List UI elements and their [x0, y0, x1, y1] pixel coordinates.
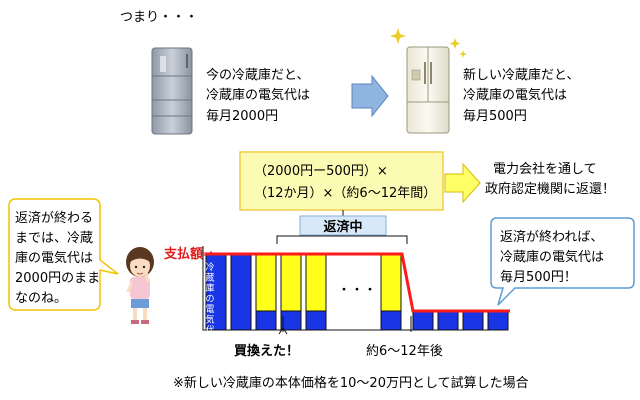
repayment-bar: [380, 253, 402, 312]
fridge-arrow-icon: [351, 74, 389, 118]
left-callout-text: 返済が終わる までは、冷蔵 庫の電気代は 2000円のまま なのね。: [15, 210, 100, 306]
svg-text:返済が終われば、: 返済が終われば、: [500, 229, 603, 245]
years-label: 約6～12年後: [366, 344, 443, 359]
footnote: ※新しい冷蔵庫の本体価格を10～20万円として試算した場合: [173, 375, 529, 391]
repayment-bar: [280, 253, 302, 312]
repayment-bar: [305, 253, 327, 312]
repayment-bracket: [276, 235, 408, 244]
new-fridge-description: 新しい冷蔵庫だと、 冷蔵庫の電気代は 毎月500円: [463, 67, 579, 124]
svg-text:冷蔵庫の電気代は: 冷蔵庫の電気代は: [500, 249, 604, 265]
bar-label-char: 蔵: [205, 272, 214, 284]
electricity-bar: [380, 310, 402, 331]
chart-axis: [202, 246, 506, 331]
formula-box: [239, 151, 444, 211]
ellipsis-dots: ・・・: [337, 283, 376, 298]
bar-label-char: 気: [205, 314, 214, 326]
bar-label-char: 電: [205, 304, 214, 315]
refund-arrow-icon: [444, 162, 481, 204]
svg-text:新しい冷蔵庫だと、: 新しい冷蔵庫だと、: [463, 67, 579, 83]
left-callout-bubble: [8, 198, 119, 311]
refund-text: 電力会社を通して 政府認定機関に返還！: [485, 161, 615, 197]
right-callout-text: 返済が終われば、 冷蔵庫の電気代は 毎月500円！: [500, 229, 604, 285]
bar-label-char: 冷: [205, 261, 214, 273]
repayment-bar: [255, 253, 277, 312]
electricity-bar: [437, 310, 459, 331]
svg-text:までは、冷蔵: までは、冷蔵: [15, 231, 93, 246]
purchase-label: 買換えた！: [234, 343, 299, 359]
svg-text:毎月2000円: 毎月2000円: [206, 108, 278, 124]
svg-text:電力会社を通して: 電力会社を通して: [493, 161, 597, 177]
svg-text:冷蔵庫の電気代は: 冷蔵庫の電気代は: [463, 87, 567, 103]
bar-label: 冷蔵庫の電気代: [205, 261, 214, 336]
electricity-bar: [280, 310, 302, 331]
new-fridge-icon: [406, 46, 450, 134]
electricity-bar: [412, 310, 434, 331]
purchase-pointer-head: [278, 327, 288, 335]
formula-line-1: （2000円ー500円）×: [254, 164, 388, 179]
payment-line: [205, 252, 510, 313]
right-callout-bubble: [490, 217, 635, 306]
bar-label-char: 庫: [205, 282, 214, 294]
intro-text: つまり・・・: [120, 10, 198, 25]
svg-text:なのね。: なのね。: [15, 291, 67, 306]
electricity-bar: [487, 310, 509, 331]
electricity-bar: [255, 310, 277, 331]
electricity-bar: [305, 310, 327, 331]
bill-chart: [202, 246, 510, 331]
electricity-bar: [462, 310, 484, 331]
payment-label: 支払額⇒: [163, 246, 214, 262]
svg-text:返済が終わる: 返済が終わる: [15, 210, 93, 226]
old-fridge-icon: [151, 47, 193, 135]
sparkle-icon: [390, 28, 467, 58]
svg-text:今の冷蔵庫だと、: 今の冷蔵庫だと、: [206, 67, 309, 83]
bar-label-char: 代: [205, 325, 214, 336]
bar-label-char: の: [205, 295, 214, 305]
svg-text:冷蔵庫の電気代は: 冷蔵庫の電気代は: [206, 87, 310, 103]
svg-text:毎月500円: 毎月500円: [463, 108, 527, 124]
girl-character-icon: [126, 247, 154, 324]
svg-text:2000円のまま: 2000円のまま: [15, 271, 100, 286]
repayment-label-box: [299, 215, 387, 236]
svg-text:毎月500円！: 毎月500円！: [500, 269, 577, 285]
svg-text:政府認定機関に返還！: 政府認定機関に返還！: [485, 181, 615, 197]
old-fridge-description: 今の冷蔵庫だと、 冷蔵庫の電気代は 毎月2000円: [206, 67, 310, 124]
formula-line-2: （12か月）×（約6～12年間）: [254, 186, 436, 201]
repayment-label: 返済中: [323, 219, 362, 235]
svg-text:庫の電気代は: 庫の電気代は: [15, 250, 93, 266]
electricity-bar: [230, 253, 252, 331]
